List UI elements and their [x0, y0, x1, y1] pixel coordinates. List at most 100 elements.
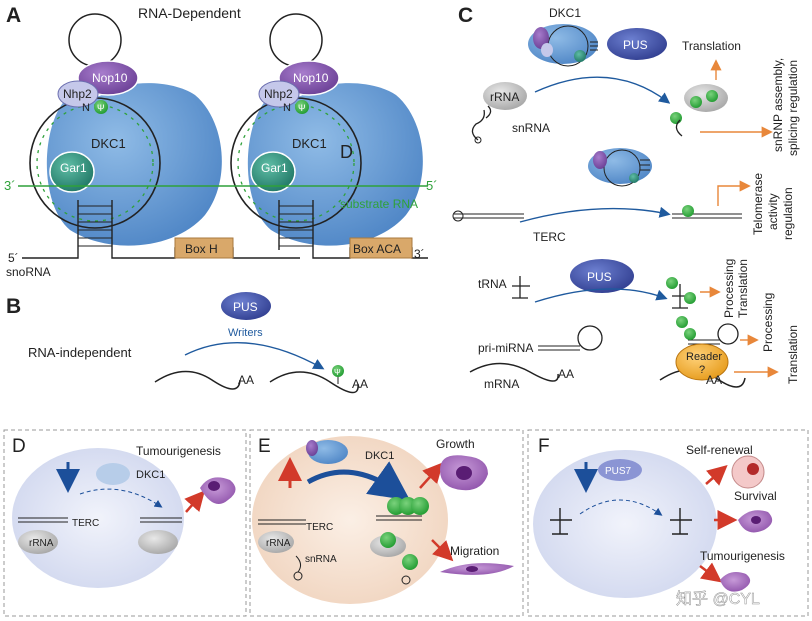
panel-f: F PUS7 Self-renewal Survival Tumourigene… [527, 429, 809, 617]
rrna-c-row1 [483, 82, 527, 110]
self-renewal-label: Self-renewal [686, 443, 753, 457]
nhp2-left [57, 80, 99, 108]
panel-b-letter: B [6, 295, 21, 318]
dkc1-label-right: DKC1 [292, 136, 327, 151]
panel-a-letter: A [6, 4, 21, 27]
gar1-label-left: Gar1 [60, 161, 87, 175]
telomerase-label-1: Telomerase [751, 173, 765, 235]
psi-dot-right [295, 100, 309, 114]
writers-arrow [184, 342, 325, 370]
trna-glyph [512, 276, 530, 299]
pus-c-row3-label: PUS [587, 270, 612, 284]
panel-e-letter: E [258, 436, 271, 457]
pus7-f-label: PUS7 [605, 466, 632, 477]
pus-b-label: PUS [233, 300, 258, 314]
snorna-3prime: 3´ [414, 247, 425, 261]
hnp-complex-left: Nop10 Nhp2 N Ψ DKC1 Gar1 [22, 13, 300, 259]
nhp2-right [258, 80, 300, 108]
mrna-c-label: mRNA [484, 377, 519, 391]
reader-label: Reader [686, 351, 722, 363]
watermark: 知乎 @CYL [676, 590, 760, 608]
rrna-e-label: rRNA [266, 538, 291, 549]
snrnp-label-2: splicing regulation [786, 60, 800, 156]
nop10-label-right: Nop10 [293, 71, 329, 85]
nhp2-label-left: Nhp2 [63, 87, 92, 101]
telomerase-label-3: regulation [781, 187, 795, 240]
snorna-loop-right [269, 13, 323, 67]
pri-mirna-c-label: pri-miRNA [478, 341, 533, 355]
terc-c-label: TERC [533, 230, 566, 244]
panel-b: B PUS Writers RNA-independent AA Ψ AA [6, 292, 368, 394]
pus-b [221, 292, 271, 320]
trna-f-before [550, 508, 572, 535]
aa-c-after: AA [706, 373, 722, 387]
substrate-3prime: 3´ [4, 178, 16, 193]
box-aca-label: Box ACA [353, 242, 401, 256]
aa-c-before: AA [558, 367, 574, 381]
panel-c: C DKC1 PUS Translation rRNA snRNA snRNP … [452, 4, 800, 391]
reader-protein [675, 343, 729, 381]
terc-e-label: TERC [306, 522, 333, 533]
panel-d-letter: D [12, 436, 26, 457]
snorna-label: snoRNA [6, 265, 51, 279]
pus-c-row1-label: PUS [623, 38, 648, 52]
panel-c-letter: C [458, 4, 473, 27]
modified-rrna [684, 84, 728, 112]
migration-label: Migration [450, 544, 499, 558]
rrna-d-label: rRNA [29, 538, 54, 549]
gar1-label-right: Gar1 [261, 161, 288, 175]
substrate-rna-label: substrate RNA [340, 197, 418, 211]
dkc1-c-label: DKC1 [549, 6, 581, 20]
psi-label-left: Ψ [97, 103, 105, 113]
psi-b [332, 365, 344, 377]
writers-label: Writers [228, 327, 263, 339]
pus-c-row3 [570, 259, 634, 293]
dkc1-shape-right [247, 83, 423, 246]
nop10-label-left: Nop10 [92, 71, 128, 85]
trna-f-after [670, 508, 692, 535]
hnp-complex-right: Nop10 Nhp2 N Ψ DKC1 D Gar1 [230, 13, 428, 259]
translation-label-trna: Translation [736, 259, 750, 318]
dkc1-d-label: DKC1 [136, 469, 165, 481]
n-label-right: N [283, 102, 291, 114]
panel-d: D Tumourigenesis DKC1 TERC rRNA [3, 429, 247, 617]
dkc1-e [308, 440, 348, 464]
arrow-c-row3 [534, 288, 668, 303]
terc-d-label: TERC [72, 518, 99, 529]
big-arrow-e [306, 461, 411, 501]
nhp2-label-right: Nhp2 [264, 87, 293, 101]
snorna-loop-left [68, 13, 122, 67]
mrna-b-after [269, 371, 359, 394]
arrow-c-row2 [519, 206, 671, 223]
aa-b-after: AA [352, 377, 368, 391]
panel-d-frame [3, 429, 247, 617]
panel-a: A RNA-Dependent Nop10 Nhp2 N Ψ DKC1 Gar1 [4, 4, 438, 279]
psi-label-right: Ψ [298, 103, 306, 113]
telomerase-label-2: activity [766, 193, 780, 230]
translation-label-mrna: Translation [786, 325, 800, 384]
snrnp-label-1: snRNP assembly, [771, 58, 785, 152]
translation-c-row1: Translation [682, 39, 741, 53]
arrow-c-row1 [534, 76, 671, 104]
reader-question: ? [699, 364, 705, 376]
cell-d [12, 448, 184, 588]
snrna-e-label: snRNA [305, 554, 337, 565]
arrow-to-telomerase [717, 180, 751, 206]
psi-b-label: Ψ [334, 368, 341, 377]
tumourigenesis-d: Tumourigenesis [136, 444, 221, 458]
d-label: D [340, 142, 353, 162]
tumour-cell-d [200, 477, 236, 504]
panel-f-frame [527, 429, 809, 617]
dkc1-e-label: DKC1 [365, 450, 394, 462]
snrna-c-label: snRNA [512, 121, 550, 135]
psi-dot-left [94, 100, 108, 114]
survival-label: Survival [734, 489, 777, 503]
mrna-b-before [154, 370, 241, 390]
panel-e: E DKC1 TERC rRNA snRNA Growth Migration [249, 429, 524, 617]
pus-c-row1 [607, 28, 667, 60]
panel-e-frame [249, 429, 524, 617]
dkc1-label-left: DKC1 [91, 136, 126, 151]
rrna-c-label: rRNA [490, 90, 519, 104]
